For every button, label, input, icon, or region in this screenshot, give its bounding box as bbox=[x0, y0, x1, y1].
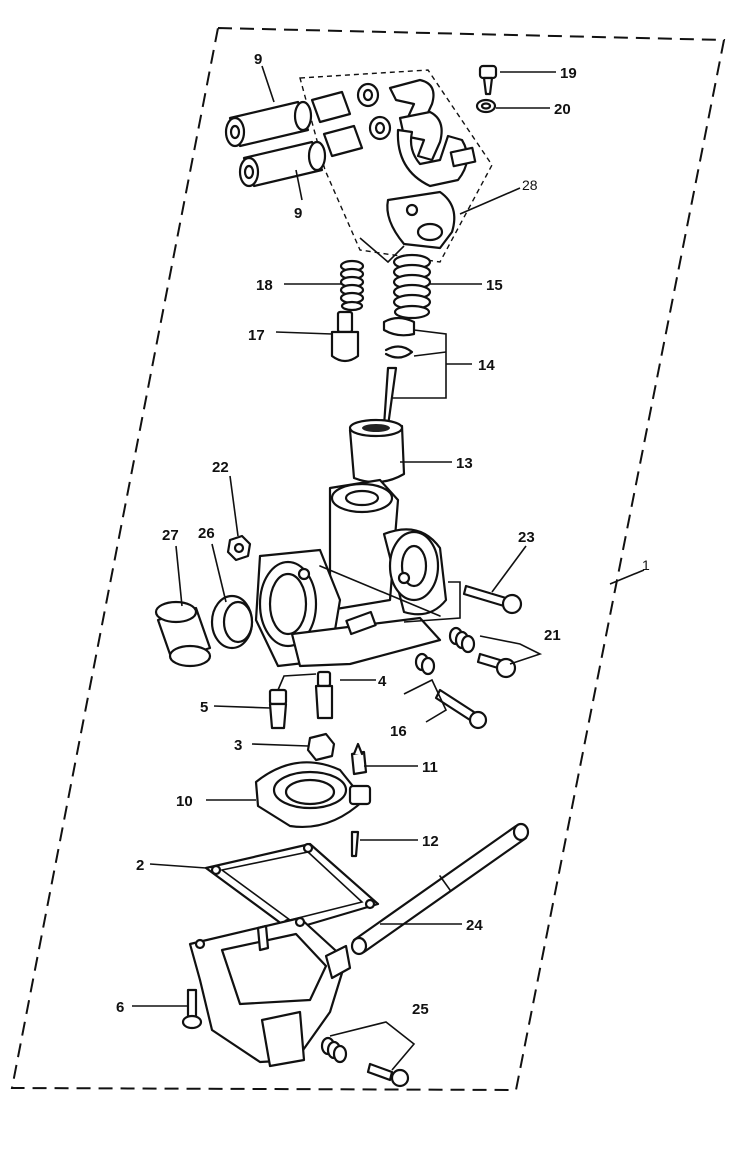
sleeve-27 bbox=[154, 600, 212, 668]
label-26: 26 bbox=[198, 525, 215, 542]
label-19: 19 bbox=[560, 65, 577, 82]
o-ring-26 bbox=[210, 594, 254, 650]
label-21: 21 bbox=[544, 627, 561, 644]
needle-jet-4 bbox=[314, 670, 334, 720]
spring-18 bbox=[339, 259, 365, 312]
carburetor-body bbox=[254, 478, 448, 668]
float-10 bbox=[254, 761, 372, 828]
choke-plunger-17 bbox=[330, 310, 360, 363]
label-25: 25 bbox=[412, 1001, 429, 1018]
label-15: 15 bbox=[486, 277, 503, 294]
label-24: 24 bbox=[466, 917, 483, 934]
washer-20 bbox=[475, 98, 497, 114]
label-22: 22 bbox=[212, 459, 229, 476]
screw-19 bbox=[478, 64, 498, 96]
pilot-screw-21 bbox=[448, 626, 517, 679]
label-1: 1 bbox=[642, 557, 650, 573]
cable-adjuster-upper bbox=[224, 82, 380, 148]
label-2: 2 bbox=[136, 857, 144, 874]
label-5: 5 bbox=[200, 699, 208, 716]
label-12: 12 bbox=[422, 833, 439, 850]
float-needle-11 bbox=[350, 742, 368, 776]
label-10: 10 bbox=[176, 793, 193, 810]
label-9-upper: 9 bbox=[254, 51, 262, 68]
label-11: 11 bbox=[422, 759, 438, 776]
float-pin-12 bbox=[350, 830, 360, 858]
float-bowl bbox=[188, 916, 352, 1068]
screw-23 bbox=[462, 584, 523, 615]
cable-adjuster-lower bbox=[238, 115, 392, 188]
label-13: 13 bbox=[456, 455, 473, 472]
cable-joint-cover bbox=[386, 78, 477, 250]
label-18: 18 bbox=[256, 277, 273, 294]
label-16: 16 bbox=[390, 723, 407, 740]
pilot-jet-5 bbox=[268, 688, 288, 730]
label-17: 17 bbox=[248, 327, 265, 344]
label-20: 20 bbox=[554, 101, 571, 118]
cable-assembly-boundary bbox=[299, 69, 493, 263]
label-9-lower: 9 bbox=[294, 205, 302, 222]
label-28: 28 bbox=[522, 177, 538, 193]
label-3: 3 bbox=[234, 737, 242, 754]
label-27: 27 bbox=[162, 527, 179, 544]
assembly-boundary bbox=[10, 26, 726, 1092]
drain-tube-24 bbox=[350, 822, 530, 956]
screw-6 bbox=[181, 988, 203, 1030]
main-jet-3 bbox=[306, 732, 336, 762]
label-6: 6 bbox=[116, 999, 124, 1016]
label-14: 14 bbox=[478, 357, 495, 374]
needle-set-14 bbox=[382, 316, 416, 428]
throttle-stop-screw-16 bbox=[414, 652, 488, 730]
label-4: 4 bbox=[378, 673, 387, 690]
nut-22 bbox=[226, 534, 252, 562]
throttle-spring-15 bbox=[392, 253, 432, 320]
throttle-valve-13 bbox=[348, 418, 406, 484]
label-23: 23 bbox=[518, 529, 535, 546]
drain-screw-25 bbox=[320, 1036, 410, 1088]
